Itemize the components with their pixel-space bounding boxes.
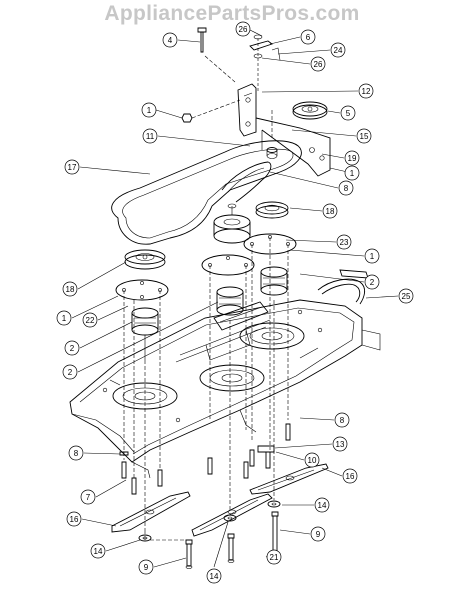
callout-18-left: 18 (62, 281, 78, 297)
callout-25: 25 (398, 288, 414, 304)
svg-text:9: 9 (316, 530, 321, 539)
callout-18-right: 18 (322, 203, 338, 219)
callout-2-lower: 2 (62, 364, 78, 380)
callout-21: 21 (266, 549, 282, 565)
callout-10: 10 (304, 452, 320, 468)
belt-guide (317, 269, 369, 305)
blade-left (111, 491, 191, 533)
callout-26-bottom: 26 (310, 56, 326, 72)
callout-24: 24 (330, 42, 346, 58)
svg-text:19: 19 (348, 154, 357, 163)
svg-text:16: 16 (70, 515, 79, 524)
svg-text:10: 10 (308, 456, 317, 465)
callout-2-right: 2 (364, 274, 380, 290)
callout-26-top: 26 (235, 21, 251, 37)
svg-text:8: 8 (74, 449, 79, 458)
callout-1-bracket: 1 (344, 165, 360, 181)
svg-text:24: 24 (334, 46, 343, 55)
svg-text:1: 1 (350, 169, 355, 178)
svg-text:14: 14 (210, 572, 219, 581)
callout-16-left: 16 (66, 511, 82, 527)
callout-5: 5 (340, 105, 356, 121)
svg-text:26: 26 (314, 60, 323, 69)
svg-text:14: 14 (94, 547, 103, 556)
callout-7: 7 (80, 489, 96, 505)
callout-14-right: 14 (314, 497, 330, 513)
callout-9-right: 9 (310, 526, 326, 542)
callout-8-left: 8 (68, 445, 84, 461)
svg-text:26: 26 (239, 25, 248, 34)
svg-text:16: 16 (346, 472, 355, 481)
svg-text:6: 6 (306, 33, 311, 42)
leader-lines (71, 29, 399, 568)
svg-text:1: 1 (370, 252, 375, 261)
callout-14-left: 14 (90, 543, 106, 559)
callout-15: 15 (356, 128, 372, 144)
svg-text:22: 22 (86, 316, 95, 325)
deck-bolts (119, 423, 291, 495)
svg-text:1: 1 (147, 106, 152, 115)
drive-belt (111, 140, 302, 245)
svg-text:2: 2 (70, 344, 75, 353)
callout-9-left: 9 (138, 559, 154, 575)
callout-17: 17 (64, 159, 80, 175)
explode-lines (123, 110, 289, 530)
svg-text:25: 25 (402, 292, 411, 301)
idler-bracket-assembly (181, 27, 331, 177)
callout-22: 22 (82, 312, 98, 328)
callout-16-right: 16 (342, 468, 358, 484)
svg-text:17: 17 (68, 163, 77, 172)
callout-4: 4 (162, 32, 178, 48)
svg-text:7: 7 (86, 493, 91, 502)
blade-hardware (138, 500, 281, 569)
svg-text:13: 13 (336, 440, 345, 449)
svg-text:8: 8 (340, 416, 345, 425)
svg-text:23: 23 (340, 238, 349, 247)
svg-text:18: 18 (66, 285, 75, 294)
svg-text:18: 18 (326, 207, 335, 216)
svg-text:12: 12 (362, 87, 371, 96)
svg-text:4: 4 (168, 36, 173, 45)
mower-deck (69, 299, 381, 479)
callout-1-nut: 1 (141, 102, 157, 118)
callout-12: 12 (358, 83, 374, 99)
callout-6: 6 (300, 29, 316, 45)
svg-text:9: 9 (144, 563, 149, 572)
spindle-center (201, 203, 255, 316)
svg-text:2: 2 (370, 278, 375, 287)
callout-2-left: 2 (64, 340, 80, 356)
callout-1-right: 1 (364, 248, 380, 264)
svg-text:8: 8 (344, 184, 349, 193)
svg-text:14: 14 (318, 501, 327, 510)
callout-11: 11 (142, 128, 158, 144)
blade-right (249, 463, 329, 495)
svg-text:5: 5 (346, 109, 351, 118)
callout-23: 23 (336, 234, 352, 250)
svg-text:15: 15 (360, 132, 369, 141)
callout-8-right: 8 (334, 412, 350, 428)
svg-text:2: 2 (68, 368, 73, 377)
svg-text:1: 1 (62, 314, 67, 323)
callout-14-bottom: 14 (206, 568, 222, 584)
watermark: AppliancePartsPros.com (104, 2, 360, 25)
svg-text:21: 21 (270, 553, 279, 562)
svg-text:11: 11 (146, 132, 155, 141)
callout-8-upper: 8 (338, 180, 354, 196)
callout-13: 13 (332, 436, 348, 452)
callout-1-left: 1 (56, 310, 72, 326)
callout-19: 19 (344, 150, 360, 166)
